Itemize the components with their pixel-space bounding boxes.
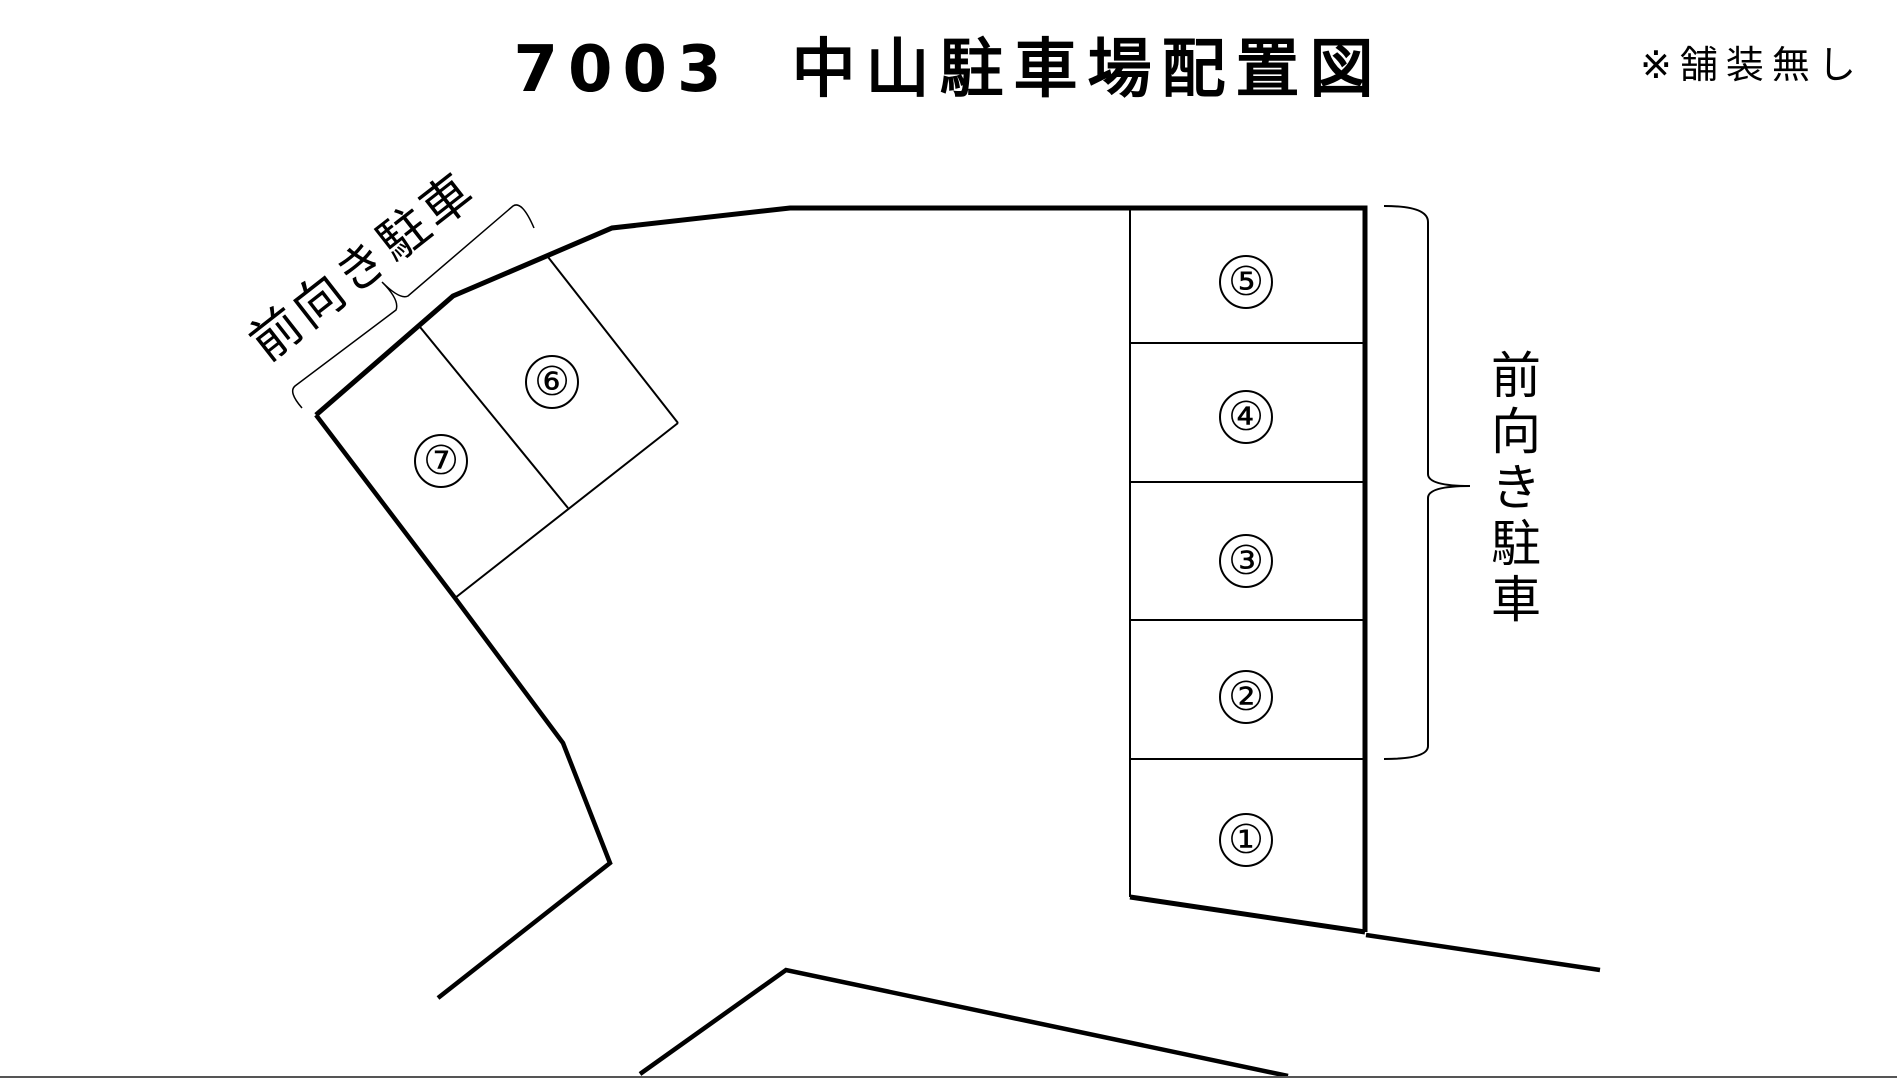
- front-parking-label-right: 前 向 き 駐 車: [1491, 347, 1541, 629]
- unpaved-note: ※舗装無し: [1640, 43, 1864, 87]
- stall-number-2: ②: [1219, 670, 1273, 724]
- page-bottom-rule: [0, 1076, 1897, 1078]
- road-edge-bottom: [638, 967, 1289, 1078]
- lot-boundary-left: [314, 413, 613, 1000]
- lot-title: 中山駐車場配置図: [791, 33, 1384, 107]
- left-bracket: [291, 204, 535, 409]
- page-title: 7003 中山駐車場配置図: [0, 18, 1897, 110]
- stall-number-7: ⑦: [414, 434, 468, 488]
- left-angled-stalls: [419, 256, 679, 599]
- stall-number-5: ⑤: [1219, 255, 1273, 309]
- lot-code: 7003: [513, 33, 732, 107]
- road-edge-right: [1365, 932, 1601, 973]
- stall-number-1: ①: [1219, 813, 1273, 867]
- stall-number-4: ④: [1219, 390, 1273, 444]
- stall-number-6: ⑥: [525, 355, 579, 409]
- right-bracket: [1383, 205, 1471, 760]
- stall-1-bottom-edge: [1129, 894, 1366, 935]
- stall-number-3: ③: [1219, 534, 1273, 588]
- lot-boundary-top: [314, 205, 1368, 932]
- right-stall-column: [1129, 208, 1365, 897]
